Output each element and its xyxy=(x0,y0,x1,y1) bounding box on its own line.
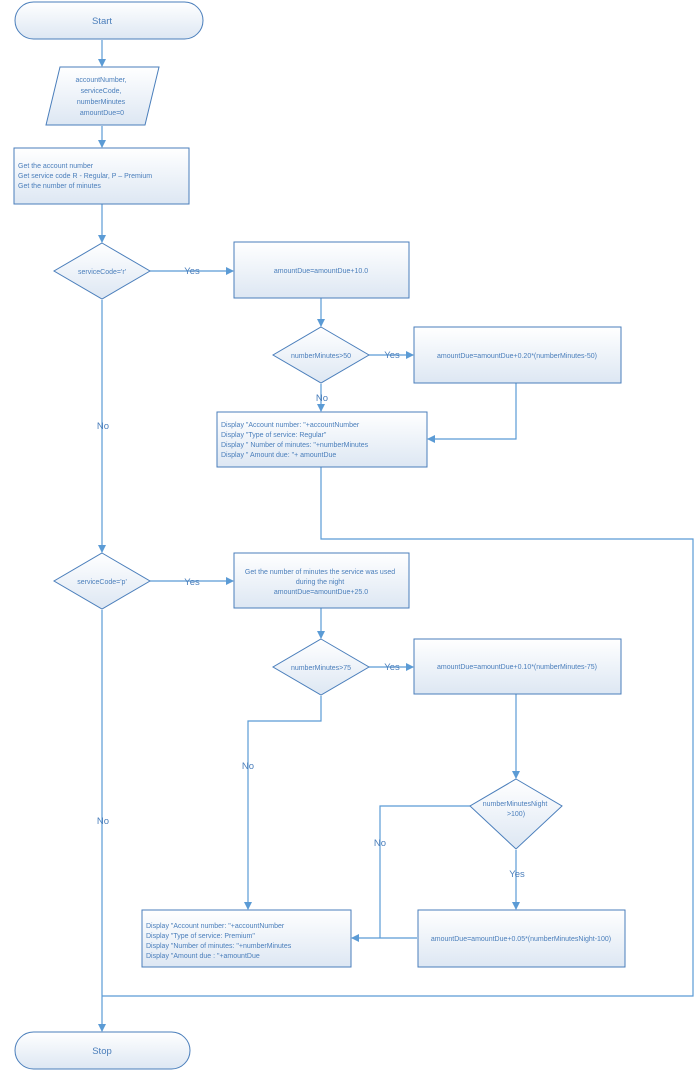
regdisp-line-3: Display " Number of minutes: "+numberMin… xyxy=(221,442,369,449)
decision-service-p xyxy=(53,552,151,610)
edge-label-r-yes: Yes xyxy=(184,266,200,277)
regular-extra-process xyxy=(413,326,622,384)
premium-extra-process xyxy=(413,638,622,695)
regdisp-line-2: Display "Type of service: Regular" xyxy=(221,432,327,439)
premium-display-text: Display "Account number: "+accountNumber… xyxy=(146,923,293,960)
decision-night-100-label: numberMinutesNight >100) xyxy=(483,801,550,818)
nightdec-line-1: numberMinutesNight xyxy=(483,801,548,808)
premium-display-process xyxy=(141,909,352,968)
edge-label-min75-yes: Yes xyxy=(384,662,400,673)
regular-extra-text: amountDue=amountDue+0.20*(numberMinutes-… xyxy=(437,353,597,360)
start-terminal xyxy=(14,1,204,40)
premdisp-line-4: Display "Amount due : "+amountDue xyxy=(146,953,260,960)
edge-label-p-no: No xyxy=(97,816,109,827)
nightdec-line-2: >100) xyxy=(507,811,525,818)
edge-label-min50-yes: Yes xyxy=(384,350,400,361)
regular-add-text: amountDue=amountDue+10.0 xyxy=(274,268,368,275)
night-line-2: during the night xyxy=(296,579,344,586)
get-line-3: Get the number of minutes xyxy=(18,183,101,190)
regdisp-line-1: Display "Account number: "+accountNumber xyxy=(221,422,360,429)
premium-extra-text: amountDue=amountDue+0.10*(numberMinutes-… xyxy=(437,664,597,671)
decision-night-100 xyxy=(469,778,563,850)
input-line-1: accountNumber, xyxy=(76,77,127,84)
get-line-1: Get the account number xyxy=(18,163,94,170)
input-parallelogram xyxy=(45,66,160,126)
decision-service-r-label: serviceCode='r' xyxy=(78,269,126,276)
premdisp-line-3: Display "Number of minutes: "+numberMinu… xyxy=(146,943,292,950)
input-line-2: serviceCode, xyxy=(81,88,122,95)
stop-label: Stop xyxy=(92,1046,112,1057)
edge-regdisplay-stop xyxy=(102,467,694,997)
decision-minutes-50-label: numberMinutes>50 xyxy=(291,353,351,360)
edge-night-no xyxy=(379,805,470,938)
edge-regextra-display xyxy=(427,383,517,443)
premium-night-text: Get the number of minutes the service wa… xyxy=(245,569,397,596)
premdisp-line-2: Display "Type of service: Premium" xyxy=(146,933,255,940)
edge-label-r-no: No xyxy=(97,421,109,432)
input-line-3: numberMinutes xyxy=(77,99,126,106)
edge-label-night-yes: Yes xyxy=(509,869,525,880)
regular-display-process xyxy=(216,411,428,468)
edge-label-min50-no: No xyxy=(316,393,328,404)
premium-night-process xyxy=(233,552,410,609)
get-line-2: Get service code R - Regular, P – Premiu… xyxy=(18,173,152,180)
regular-add-process xyxy=(233,241,410,299)
decision-minutes-75 xyxy=(272,638,370,696)
premium-night-extra-process xyxy=(417,909,626,968)
get-input-text: Get the account number Get service code … xyxy=(18,163,154,190)
edge-min75-no xyxy=(244,696,322,910)
night-line-1: Get the number of minutes the service wa… xyxy=(245,569,395,576)
night-line-3: amountDue=amountDue+25.0 xyxy=(274,589,368,596)
regular-display-text: Display "Account number: "+accountNumber… xyxy=(221,422,370,459)
regdisp-line-4: Display " Amount due: "+ amountDue xyxy=(221,452,336,459)
decision-service-p-label: serviceCode='p' xyxy=(77,579,127,586)
premium-night-extra-text: amountDue=amountDue+0.05*(numberMinutesN… xyxy=(431,936,611,943)
start-label: Start xyxy=(92,16,112,27)
edge-label-min75-no: No xyxy=(242,761,254,772)
decision-minutes-50 xyxy=(272,326,370,384)
stop-terminal xyxy=(14,1031,191,1070)
decision-minutes-75-label: numberMinutes>75 xyxy=(291,665,351,672)
connectors xyxy=(98,40,694,1032)
get-input-process xyxy=(13,147,190,205)
decision-service-r xyxy=(53,242,151,300)
edge-label-night-no: No xyxy=(374,838,386,849)
input-text: accountNumber, serviceCode, numberMinute… xyxy=(76,77,129,117)
premdisp-line-1: Display "Account number: "+accountNumber xyxy=(146,923,285,930)
input-line-4: amountDue=0 xyxy=(80,110,124,117)
edge-label-p-yes: Yes xyxy=(184,577,200,588)
